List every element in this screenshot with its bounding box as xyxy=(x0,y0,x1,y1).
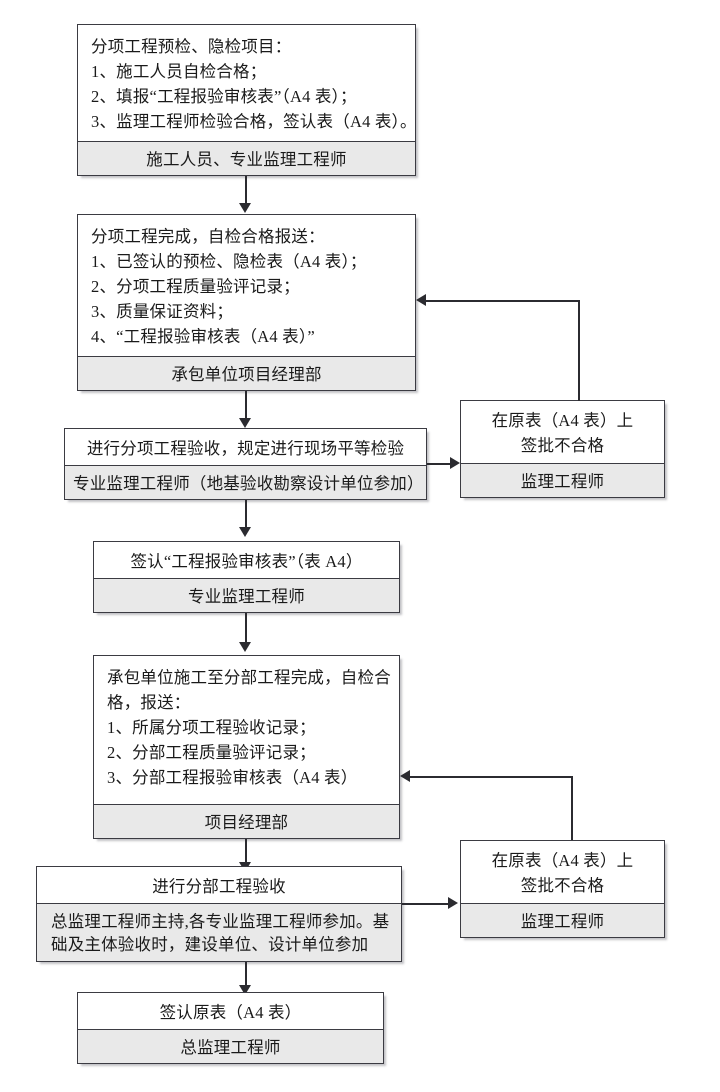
connector-3-to-r1-arrow xyxy=(450,457,460,469)
reject-box-1-body: 在原表（A4 表）上 签批不合格 xyxy=(461,401,664,463)
process-box-4-body: 签认“工程报验审核表”（表 A4） xyxy=(94,542,399,578)
process-box-3-body: 进行分项工程验收，规定进行现场平等检验 xyxy=(65,429,426,465)
process-box-5-actor: 项目经理部 xyxy=(94,804,399,838)
reject-box-2[interactable]: 在原表（A4 表）上 签批不合格 监理工程师 xyxy=(460,840,665,938)
process-box-7[interactable]: 签认原表（A4 表） 总监理工程师 xyxy=(77,992,384,1064)
process-box-1-line-2: 1、施工人员自检合格； xyxy=(91,62,267,81)
feedback-1-arrow xyxy=(416,294,426,306)
feedback-2-riser xyxy=(571,776,573,842)
reject-box-1-line-1: 在原表（A4 表）上 xyxy=(491,411,634,430)
process-box-2-line-2: 1、已签认的预检、隐检表（A4 表）； xyxy=(91,252,367,271)
process-box-5-line-1: 承包单位施工至分部工程完成，自检合 xyxy=(107,668,391,687)
process-box-7-actor: 总监理工程师 xyxy=(78,1029,383,1063)
feedback-1-riser xyxy=(578,300,580,401)
reject-box-1-actor: 监理工程师 xyxy=(461,463,664,497)
process-box-3-actor-label: 专业监理工程师（地基验收勘察设计单位参加） xyxy=(73,474,424,493)
connector-5-to-6-line xyxy=(245,839,247,866)
process-box-3-actor: 专业监理工程师（地基验收勘察设计单位参加） xyxy=(65,465,426,499)
process-box-2-line-1: 分项工程完成，自检合格报送： xyxy=(91,227,325,246)
connector-6-to-7-line xyxy=(245,962,247,989)
connector-4-to-5-arrow xyxy=(239,642,251,652)
process-box-1-actor-label: 施工人员、专业监理工程师 xyxy=(146,150,347,169)
process-box-2-line-5: 4、“工程报验审核表（A4 表）” xyxy=(91,327,315,346)
process-box-6-actor: 总监理工程师主持,各专业监理工程师参加。基 础及主体验收时，建设单位、设计单位参… xyxy=(37,903,401,961)
process-box-5-line-5: 3、分部工程报验审核表（A4 表） xyxy=(107,768,358,787)
process-box-2-actor-label: 承包单位项目经理部 xyxy=(171,365,322,384)
connector-4-to-5-line xyxy=(245,613,247,646)
process-box-2-actor: 承包单位项目经理部 xyxy=(78,356,415,390)
process-box-5[interactable]: 承包单位施工至分部工程完成，自检合 格，报送： 1、所属分项工程验收记录； 2、… xyxy=(93,655,400,839)
process-box-1-actor: 施工人员、专业监理工程师 xyxy=(78,141,415,175)
reject-box-1-line-2: 签批不合格 xyxy=(520,436,605,455)
connector-3-to-4-line xyxy=(245,500,247,531)
process-box-7-actor-label: 总监理工程师 xyxy=(180,1038,281,1057)
reject-box-2-body: 在原表（A4 表）上 签批不合格 xyxy=(461,841,664,903)
process-box-6[interactable]: 进行分部工程验收 总监理工程师主持,各专业监理工程师参加。基 础及主体验收时，建… xyxy=(36,866,402,962)
process-box-4-line-1: 签认“工程报验审核表”（表 A4） xyxy=(130,552,363,571)
process-box-6-actor-line-1: 总监理工程师主持,各专业监理工程师参加。基 xyxy=(51,912,390,931)
process-box-2[interactable]: 分项工程完成，自检合格报送： 1、已签认的预检、隐检表（A4 表）； 2、分项工… xyxy=(77,214,416,391)
process-box-7-body: 签认原表（A4 表） xyxy=(78,993,383,1029)
reject-box-2-actor: 监理工程师 xyxy=(461,903,664,937)
connector-2-to-3-line xyxy=(245,391,247,422)
process-box-2-line-3: 2、分项工程质量验评记录； xyxy=(91,277,300,296)
process-box-5-body: 承包单位施工至分部工程完成，自检合 格，报送： 1、所属分项工程验收记录； 2、… xyxy=(94,656,399,804)
connector-6-to-r2-line xyxy=(402,903,450,905)
connector-3-to-4-arrow xyxy=(239,527,251,537)
reject-box-1-actor-label: 监理工程师 xyxy=(520,472,605,491)
process-box-1-line-3: 2、填报“工程报验审核表”（A4 表）； xyxy=(91,87,357,106)
feedback-2-arrow xyxy=(400,770,410,782)
connector-2-to-3-arrow xyxy=(239,418,251,428)
connector-3-to-r1-line xyxy=(427,463,453,465)
process-box-1-body: 分项工程预检、隐检项目： 1、施工人员自检合格； 2、填报“工程报验审核表”（A… xyxy=(78,25,417,141)
reject-box-2-actor-label: 监理工程师 xyxy=(520,912,605,931)
process-box-6-body: 进行分部工程验收 xyxy=(37,867,401,903)
process-box-4-actor-label: 专业监理工程师 xyxy=(188,587,305,606)
process-box-3[interactable]: 进行分项工程验收，规定进行现场平等检验 专业监理工程师（地基验收勘察设计单位参加… xyxy=(64,428,427,500)
process-box-5-line-3: 1、所属分项工程验收记录； xyxy=(107,718,316,737)
process-box-6-actor-line-2: 础及主体验收时，建设单位、设计单位参加 xyxy=(51,935,369,954)
process-box-3-line-1: 进行分项工程验收，规定进行现场平等检验 xyxy=(86,439,405,458)
process-box-1[interactable]: 分项工程预检、隐检项目： 1、施工人员自检合格； 2、填报“工程报验审核表”（A… xyxy=(77,24,417,176)
connector-1-to-2-arrow xyxy=(239,203,251,213)
process-box-2-line-4: 3、质量保证资料； xyxy=(91,302,234,321)
process-box-5-line-2: 格，报送： xyxy=(107,693,191,712)
process-box-5-line-4: 2、分部工程质量验评记录； xyxy=(107,743,316,762)
feedback-2-horizontal xyxy=(410,776,573,778)
connector-6-to-r2-arrow xyxy=(448,897,458,909)
process-box-4[interactable]: 签认“工程报验审核表”（表 A4） 专业监理工程师 xyxy=(93,541,400,613)
reject-box-2-line-1: 在原表（A4 表）上 xyxy=(491,851,634,870)
feedback-1-horizontal xyxy=(426,300,580,302)
process-box-5-actor-label: 项目经理部 xyxy=(204,813,289,832)
process-box-4-actor: 专业监理工程师 xyxy=(94,578,399,612)
process-box-1-line-1: 分项工程预检、隐检项目： xyxy=(91,37,292,56)
reject-box-2-line-2: 签批不合格 xyxy=(520,876,605,895)
process-box-2-body: 分项工程完成，自检合格报送： 1、已签认的预检、隐检表（A4 表）； 2、分项工… xyxy=(78,215,415,356)
process-box-6-line-1: 进行分部工程验收 xyxy=(152,877,286,896)
connector-1-to-2-line xyxy=(245,176,247,206)
connector-6-to-7-arrow xyxy=(239,985,251,995)
reject-box-1[interactable]: 在原表（A4 表）上 签批不合格 监理工程师 xyxy=(460,400,665,498)
process-box-7-line-1: 签认原表（A4 表） xyxy=(159,1003,302,1022)
process-box-1-line-4: 3、监理工程师检验合格，签认表（A4 表）。 xyxy=(91,112,417,131)
